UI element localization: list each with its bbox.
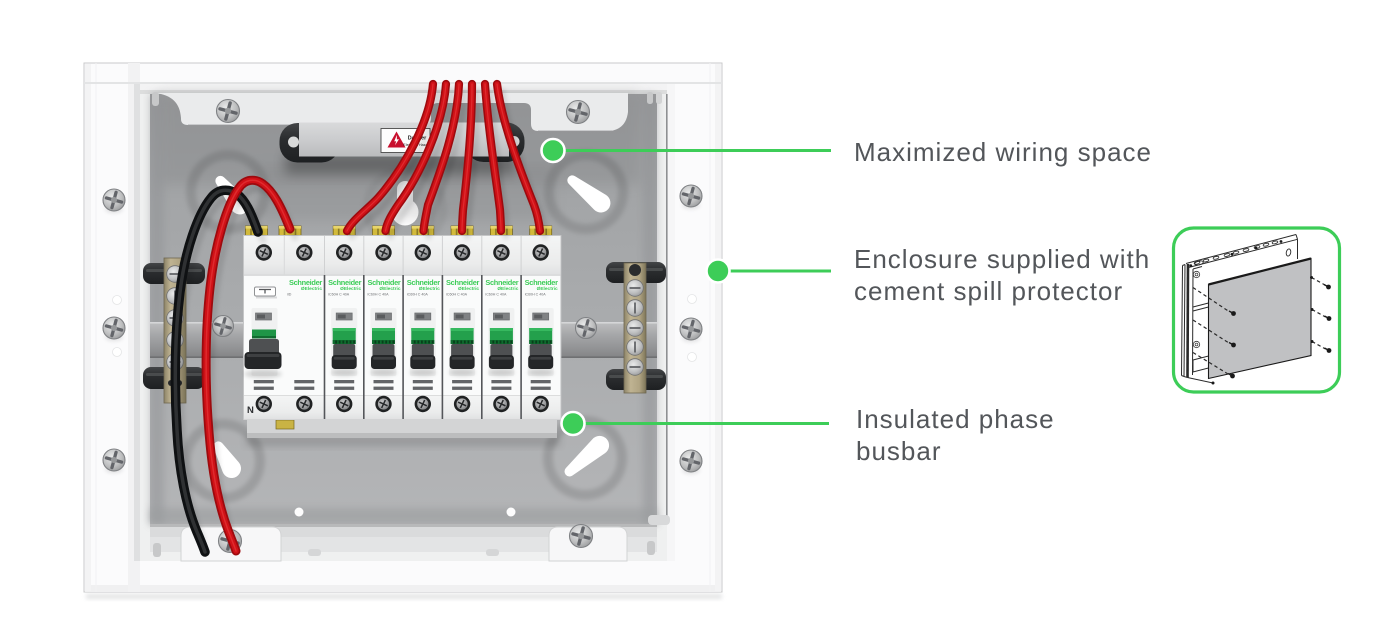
- svg-text:Schneider: Schneider: [525, 278, 558, 287]
- svg-text:Schneider: Schneider: [485, 278, 518, 287]
- svg-text:Schneider: Schneider: [407, 278, 440, 287]
- svg-text:ØElectric: ØElectric: [301, 286, 322, 292]
- svg-text:Schneider: Schneider: [446, 278, 479, 287]
- svg-text:ØElectric: ØElectric: [537, 286, 558, 292]
- svg-text:ØElectric: ØElectric: [419, 286, 440, 292]
- svg-text:iC60H C 40A: iC60H C 40A: [525, 293, 547, 297]
- svg-text:Schneider: Schneider: [367, 278, 400, 287]
- svg-text:ØElectric: ØElectric: [340, 286, 361, 292]
- svg-text:iC60H C 40A: iC60H C 40A: [407, 293, 429, 297]
- svg-text:iID: iID: [287, 293, 292, 297]
- svg-text:iC60H C 40A: iC60H C 40A: [485, 293, 507, 297]
- svg-text:ØElectric: ØElectric: [379, 286, 400, 292]
- svg-text:iC60H C 40A: iC60H C 40A: [368, 293, 390, 297]
- svg-text:iC60H C 40A: iC60H C 40A: [446, 293, 468, 297]
- svg-text:Schneider: Schneider: [289, 278, 322, 287]
- svg-text:ØElectric: ØElectric: [497, 286, 518, 292]
- svg-text:ØElectric: ØElectric: [458, 286, 479, 292]
- svg-text:Schneider: Schneider: [328, 278, 361, 287]
- svg-text:N: N: [247, 405, 254, 416]
- svg-text:iC60H C 40A: iC60H C 40A: [328, 293, 350, 297]
